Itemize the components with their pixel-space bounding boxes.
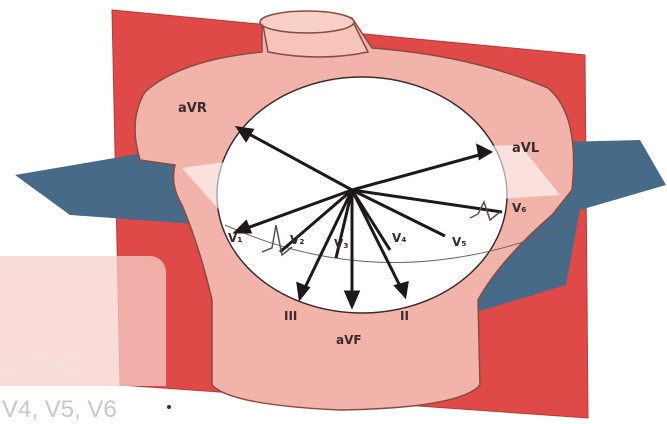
neck-top — [260, 11, 354, 33]
label-ii: II — [400, 309, 409, 323]
label-v2: V₂ — [290, 233, 305, 247]
label-v3: V₃ — [334, 237, 349, 251]
label-avf: aVF — [336, 333, 362, 347]
caption-line-2: V4, V5, V6 — [2, 396, 117, 424]
label-v5: V₅ — [452, 235, 467, 249]
label-iii: III — [284, 309, 297, 323]
label-v4: V₄ — [392, 231, 407, 245]
label-v6: V₆ — [512, 201, 527, 215]
label-avl: aVL — [512, 141, 539, 156]
label-avr: aVR — [178, 101, 207, 116]
label-v1: V₁ — [228, 231, 243, 245]
cursor-dot — [167, 405, 171, 409]
caption-line-1: rdiales: : — [2, 350, 102, 378]
